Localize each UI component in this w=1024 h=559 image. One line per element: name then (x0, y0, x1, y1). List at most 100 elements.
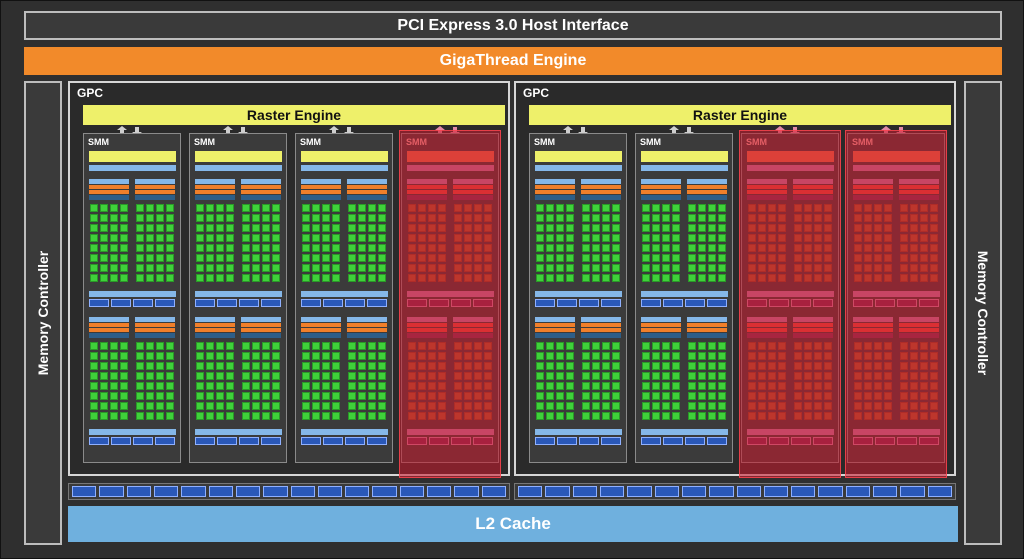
cuda-core (474, 244, 482, 252)
cuda-core (688, 372, 696, 380)
cuda-core (642, 254, 650, 262)
cuda-core (428, 234, 436, 242)
register-file (89, 195, 129, 200)
dispatch-unit (135, 328, 175, 332)
cuda-core (708, 204, 716, 212)
cuda-core-grid (747, 203, 787, 283)
cuda-core (438, 342, 446, 350)
cuda-core (136, 224, 144, 232)
cuda-core (546, 274, 554, 282)
cuda-core (758, 274, 766, 282)
cuda-core (536, 342, 544, 350)
cuda-core (672, 264, 680, 272)
cuda-core (302, 412, 310, 420)
cuda-core (708, 352, 716, 360)
cuda-core (814, 254, 822, 262)
cuda-core (272, 362, 280, 370)
cuda-core (110, 392, 118, 400)
sfu-unit (407, 437, 427, 445)
cuda-core (556, 402, 564, 410)
sfu-unit (195, 299, 215, 307)
cuda-core (438, 412, 446, 420)
cuda-core (864, 214, 872, 222)
cuda-core (484, 274, 492, 282)
cuda-core (272, 254, 280, 262)
sfu-unit (217, 299, 237, 307)
cuda-core (156, 372, 164, 380)
cuda-core (418, 264, 426, 272)
cuda-core (226, 204, 234, 212)
polymorph-engine (641, 151, 728, 162)
cuda-core (930, 372, 938, 380)
warp-scheduler (347, 185, 387, 189)
cuda-core (864, 362, 872, 370)
cuda-core (146, 204, 154, 212)
cuda-core (652, 372, 660, 380)
cuda-core (536, 352, 544, 360)
cuda-core (536, 264, 544, 272)
cuda-core (708, 214, 716, 222)
cuda-core (592, 274, 600, 282)
cuda-core (90, 342, 98, 350)
cuda-core (854, 342, 862, 350)
cuda-core (642, 412, 650, 420)
cuda-core (602, 214, 610, 222)
cuda-core (758, 382, 766, 390)
cuda-core (146, 382, 154, 390)
sfu-unit (769, 299, 789, 307)
ld-st-bar (641, 429, 728, 435)
cuda-core (332, 342, 340, 350)
cuda-core (556, 352, 564, 360)
cuda-core (672, 412, 680, 420)
cuda-core (332, 274, 340, 282)
cuda-core (484, 392, 492, 400)
cuda-core (454, 352, 462, 360)
cuda-core (348, 224, 356, 232)
cuda-core (110, 244, 118, 252)
instruction-cache (89, 165, 176, 171)
cuda-core (428, 372, 436, 380)
cuda-core (910, 204, 918, 212)
cuda-core (778, 372, 786, 380)
cuda-core (804, 254, 812, 262)
cuda-core-grid (301, 203, 341, 283)
cuda-core (302, 244, 310, 252)
register-file (899, 195, 939, 200)
cuda-core (206, 244, 214, 252)
cuda-core (900, 352, 908, 360)
cuda-core (698, 402, 706, 410)
cuda-core (272, 224, 280, 232)
cuda-core (368, 402, 376, 410)
cuda-core (884, 362, 892, 370)
cuda-core (864, 392, 872, 400)
cuda-core (582, 352, 590, 360)
cuda-core (864, 412, 872, 420)
cuda-core-grid (135, 341, 175, 421)
cuda-core (612, 274, 620, 282)
cuda-core (592, 214, 600, 222)
cuda-core-grid (195, 341, 235, 421)
instruction-buffer (347, 179, 387, 184)
cuda-core (546, 392, 554, 400)
cuda-core (874, 382, 882, 390)
cuda-core (920, 214, 928, 222)
cuda-core (166, 402, 174, 410)
cuda-core (166, 264, 174, 272)
cuda-core (136, 264, 144, 272)
cuda-core (874, 224, 882, 232)
sfu-unit (875, 299, 895, 307)
cuda-core (358, 234, 366, 242)
sfu-unit (601, 437, 621, 445)
cuda-core (884, 244, 892, 252)
cuda-core (302, 382, 310, 390)
cuda-core (408, 234, 416, 242)
cuda-core (242, 372, 250, 380)
cuda-core (156, 264, 164, 272)
ld-st-bar (747, 291, 834, 297)
instruction-buffer (89, 179, 129, 184)
cuda-core (358, 352, 366, 360)
dispatch-unit (453, 190, 493, 194)
register-file (89, 333, 129, 338)
cuda-core (652, 362, 660, 370)
cuda-core (378, 412, 386, 420)
